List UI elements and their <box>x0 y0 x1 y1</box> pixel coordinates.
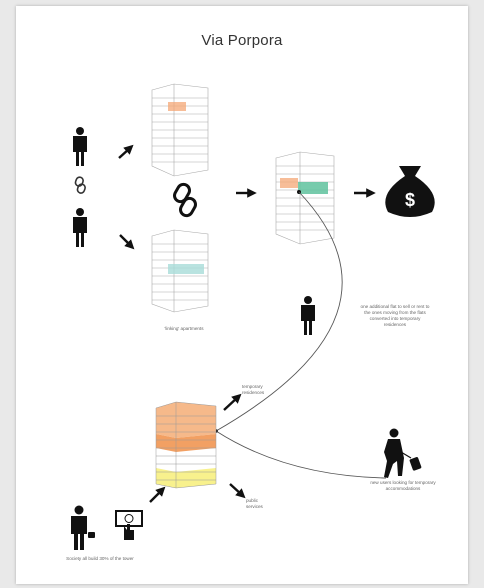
person-icon <box>73 127 87 166</box>
traveler-with-suitcase-icon <box>384 428 422 478</box>
businessman-icon <box>71 505 95 550</box>
label-sell-or-rent: one additional flat to sell or rent to t… <box>360 304 430 327</box>
svg-text:$: $ <box>405 190 415 210</box>
tower-top <box>151 83 209 177</box>
label-society-builds: Society all build 30% of the tower <box>66 556 134 561</box>
label-temporary-residences: temporary residences <box>242 384 265 395</box>
connector-curve <box>215 191 343 432</box>
tower-lower <box>151 229 209 313</box>
page-title: Via Porpora <box>201 32 283 49</box>
money-screen-icon <box>115 510 143 540</box>
arrow-icon <box>118 144 134 159</box>
chain-link-icon <box>74 176 86 194</box>
person-icon <box>301 296 315 335</box>
arrow-icon <box>223 393 242 411</box>
highlight-apartment <box>168 102 186 111</box>
highlight-apartment <box>280 178 298 188</box>
arrow-icon <box>229 483 246 499</box>
money-bag-icon: $ <box>385 166 435 217</box>
chain-link-icon <box>173 182 197 218</box>
arrow-icon <box>149 486 166 503</box>
label-public-services: public services <box>246 498 263 509</box>
highlight-apartment <box>298 182 328 194</box>
connector-curve <box>215 430 387 479</box>
tower-bottom <box>155 401 217 489</box>
label-linking-apartments: 'linking' apartments <box>164 326 204 331</box>
poster-sheet: Via Porpora <box>16 6 468 584</box>
label-people-looking: new users looking for temporary accommod… <box>370 480 436 491</box>
person-icon <box>73 208 87 247</box>
diagram-canvas: $ <box>71 83 435 550</box>
arrow-icon <box>119 234 135 250</box>
highlight-apartment <box>168 264 204 274</box>
